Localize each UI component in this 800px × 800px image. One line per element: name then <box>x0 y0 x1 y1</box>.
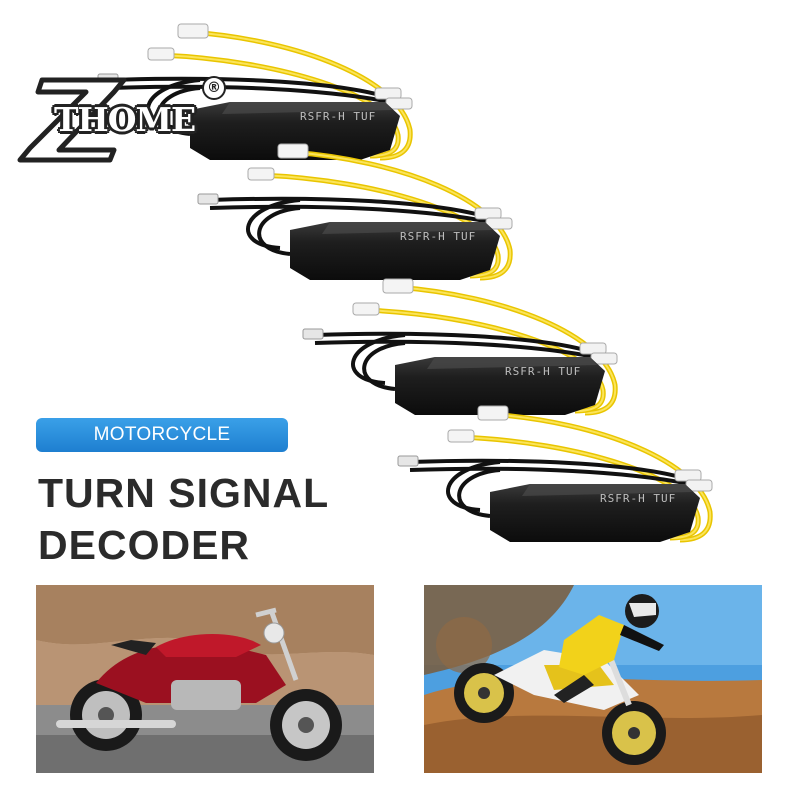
registered-mark: ® <box>202 76 226 100</box>
brand-name: THOME <box>54 100 196 139</box>
headline-line-1: TURN SIGNAL <box>38 470 330 516</box>
brand-logo: THOME ® <box>14 72 226 167</box>
cruiser-motorcycle-photo <box>36 585 374 773</box>
headline-line-2: DECODER <box>38 522 251 568</box>
motorcycle-universal-badge: MOTORCYCLE UNIVERSAL <box>36 418 288 479</box>
dirt-bike-photo <box>424 585 762 773</box>
z-logo-icon <box>17 77 127 163</box>
